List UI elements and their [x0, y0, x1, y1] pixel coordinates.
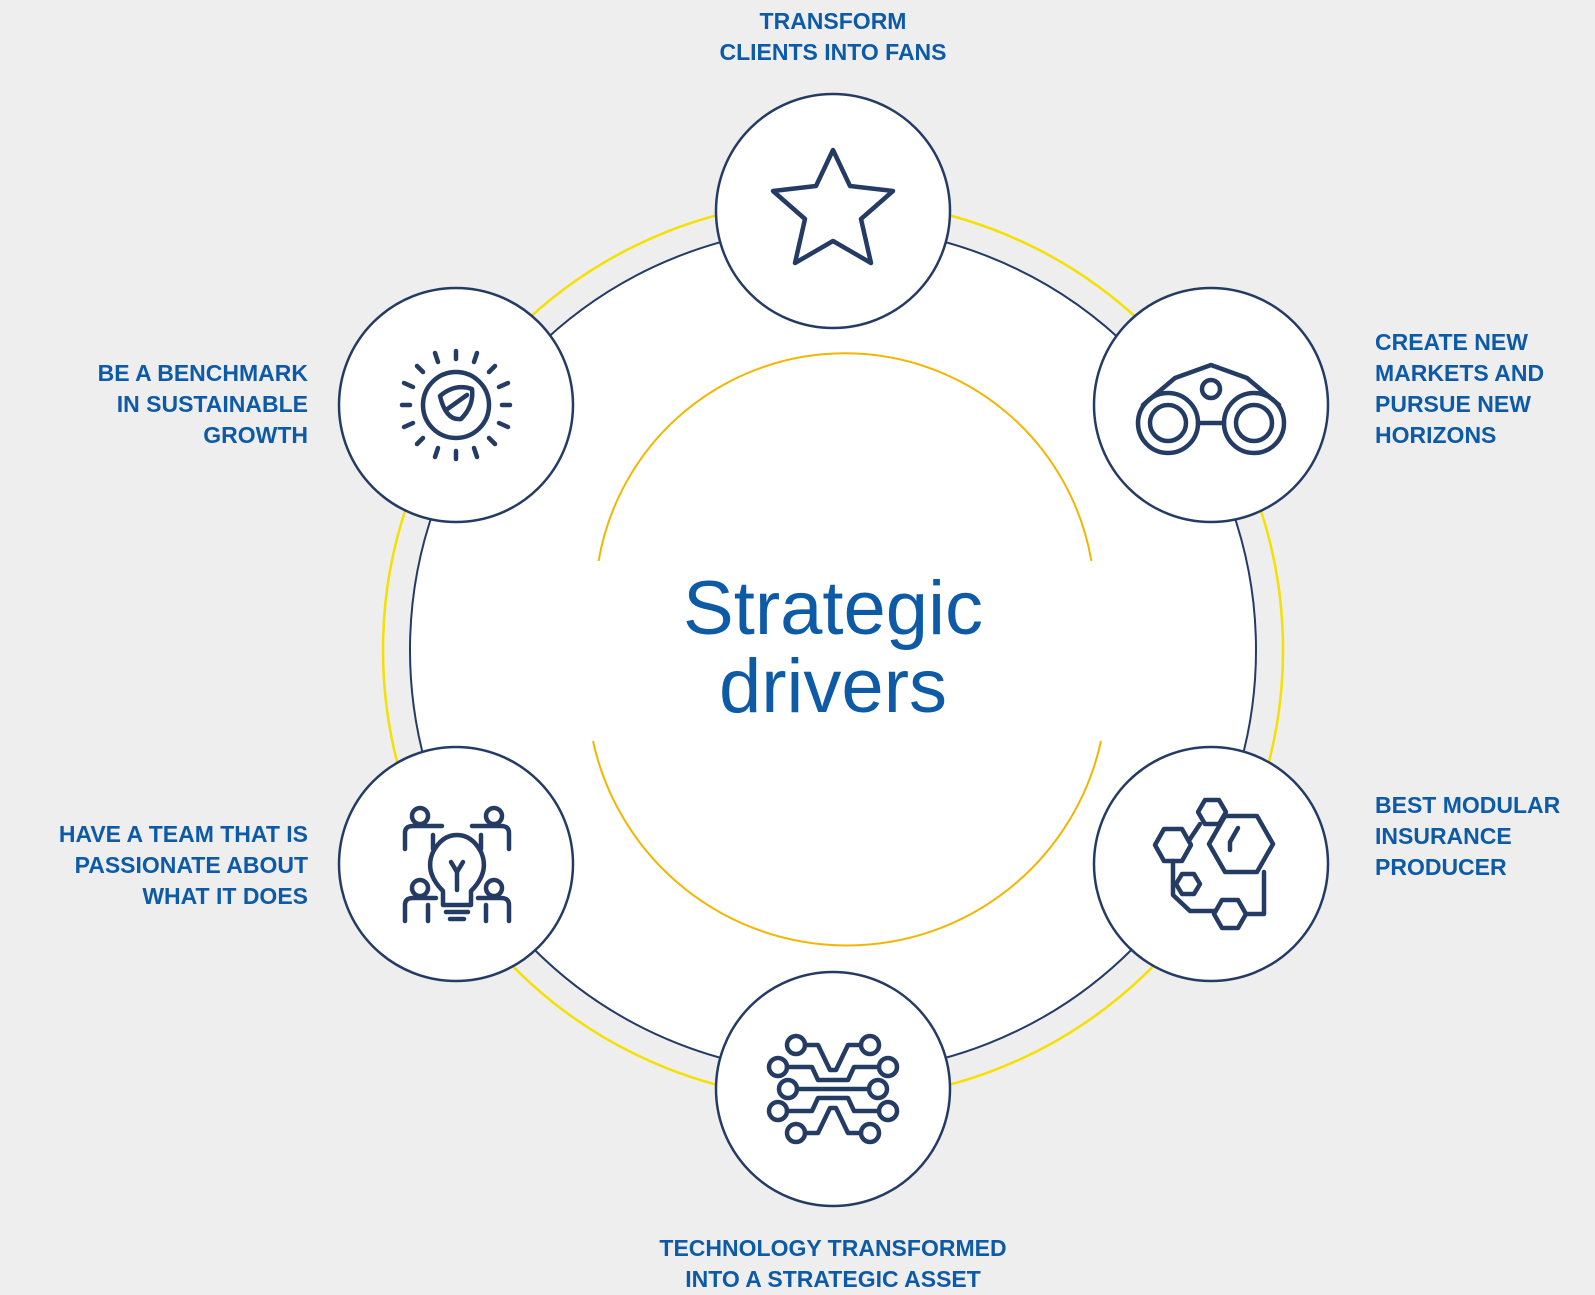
inner-arc-bottom	[592, 740, 1102, 947]
star-icon	[770, 147, 896, 266]
driver-label-line: MARKETS AND	[1375, 360, 1545, 386]
center-title-line: Strategic	[683, 566, 983, 651]
driver-label-line: WHAT IT DOES	[142, 883, 308, 909]
driver-label-transform-clients: TRANSFORM CLIENTS INTO FANS	[598, 6, 1068, 68]
driver-label-line: BEST MODULAR	[1375, 792, 1561, 818]
driver-label-modular-insurance: BEST MODULAR INSURANCE PRODUCER	[1375, 790, 1560, 883]
team-lightbulb-icon	[402, 805, 512, 924]
inner-arc-top	[597, 352, 1093, 562]
driver-label-line: HAVE A TEAM THAT IS	[58, 821, 308, 847]
driver-label-sustainable-growth: BE A BENCHMARK IN SUSTAINABLE GROWTH	[20, 358, 308, 451]
driver-label-passionate-team: HAVE A TEAM THAT IS PASSIONATE ABOUT WHA…	[20, 819, 308, 912]
driver-label-line: PRODUCER	[1375, 854, 1507, 880]
driver-label-line: IN SUSTAINABLE	[116, 391, 308, 417]
driver-label-line: INSURANCE	[1375, 823, 1512, 849]
node-top[interactable]	[714, 92, 952, 330]
driver-label-line: GROWTH	[203, 422, 308, 448]
hexagon-network-icon	[1152, 797, 1276, 931]
driver-label-line: CLIENTS INTO FANS	[719, 39, 947, 65]
driver-label-line: CREATE NEW	[1375, 329, 1528, 355]
driver-label-line: PURSUE NEW	[1375, 391, 1531, 417]
center-title: Strategic drivers	[570, 570, 1096, 726]
node-right-upper[interactable]	[1092, 286, 1330, 524]
driver-label-line: HORIZONS	[1375, 422, 1497, 448]
binoculars-icon	[1135, 362, 1287, 456]
sun-leaf-icon	[399, 348, 513, 462]
driver-label-line: INTO A STRATEGIC ASSET	[685, 1266, 981, 1292]
driver-label-line: TRANSFORM	[759, 8, 907, 34]
driver-label-technology: TECHNOLOGY TRANSFORMED INTO A STRATEGIC …	[598, 1233, 1068, 1295]
center-title-line: drivers	[718, 644, 948, 729]
circuit-icon	[766, 1033, 900, 1145]
node-right-lower[interactable]	[1092, 745, 1330, 983]
driver-label-line: PASSIONATE ABOUT	[74, 852, 308, 878]
driver-label-line: TECHNOLOGY TRANSFORMED	[659, 1235, 1007, 1261]
driver-label-line: BE A BENCHMARK	[97, 360, 308, 386]
driver-label-new-markets: CREATE NEW MARKETS AND PURSUE NEW HORIZO…	[1375, 327, 1544, 451]
node-left-lower[interactable]	[337, 745, 575, 983]
